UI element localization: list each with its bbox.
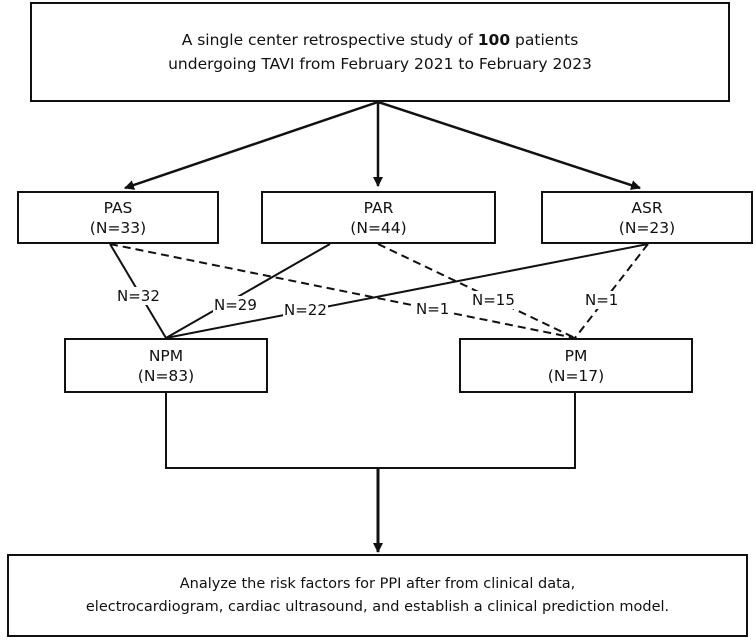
group-name-par: PAR [363,198,394,217]
group-count-pas: (N=33) [89,218,147,237]
edge-label-pas-pm: N=1 [415,300,451,318]
outcome-name-npm: NPM [148,346,184,365]
group-name-asr: ASR [631,198,663,217]
line-par-to-npm [165,243,331,339]
group-count-par: (N=44) [350,218,407,237]
arrow-top-to-pas [124,100,379,190]
edge-label-par-npm: N=29 [213,296,258,314]
group-box-par: PAR (N=44) [261,191,496,244]
group-box-pas: PAS (N=33) [17,191,219,244]
line-asr-to-npm [165,243,649,339]
group-box-asr: ASR (N=23) [541,191,753,244]
outcome-box-pm: PM (N=17) [459,338,693,393]
outcome-box-npm: NPM (N=83) [64,338,268,393]
edge-label-asr-npm: N=22 [283,301,328,319]
study-title-line-1: A single center retrospective study of 1… [182,28,579,52]
study-cohort-box: A single center retrospective study of 1… [30,2,730,102]
edge-label-asr-pm: N=1 [584,291,620,309]
edge-label-pas-npm: N=32 [116,287,161,305]
analysis-line-2: electrocardiogram, cardiac ultrasound, a… [85,598,670,615]
edge-label-par-pm: N=15 [471,291,516,309]
patient-count: 100 [477,31,511,49]
group-name-pas: PAS [103,198,133,217]
outcome-count-npm: (N=83) [137,366,195,385]
study-title-prefix: A single center retrospective study of [181,31,478,49]
analysis-line-1: Analyze the risk factors for PPI after f… [179,575,576,592]
merge-connector [165,393,576,469]
group-count-asr: (N=23) [618,218,676,237]
outcome-count-pm: (N=17) [547,366,605,385]
arrow-top-to-asr [377,100,641,190]
outcome-name-pm: PM [564,346,588,365]
analysis-box: Analyze the risk factors for PPI after f… [7,554,748,637]
line-pas-to-pm [109,243,576,339]
study-title-line-2: undergoing TAVI from February 2021 to Fe… [168,55,592,73]
study-title-suffix: patients [510,31,579,49]
